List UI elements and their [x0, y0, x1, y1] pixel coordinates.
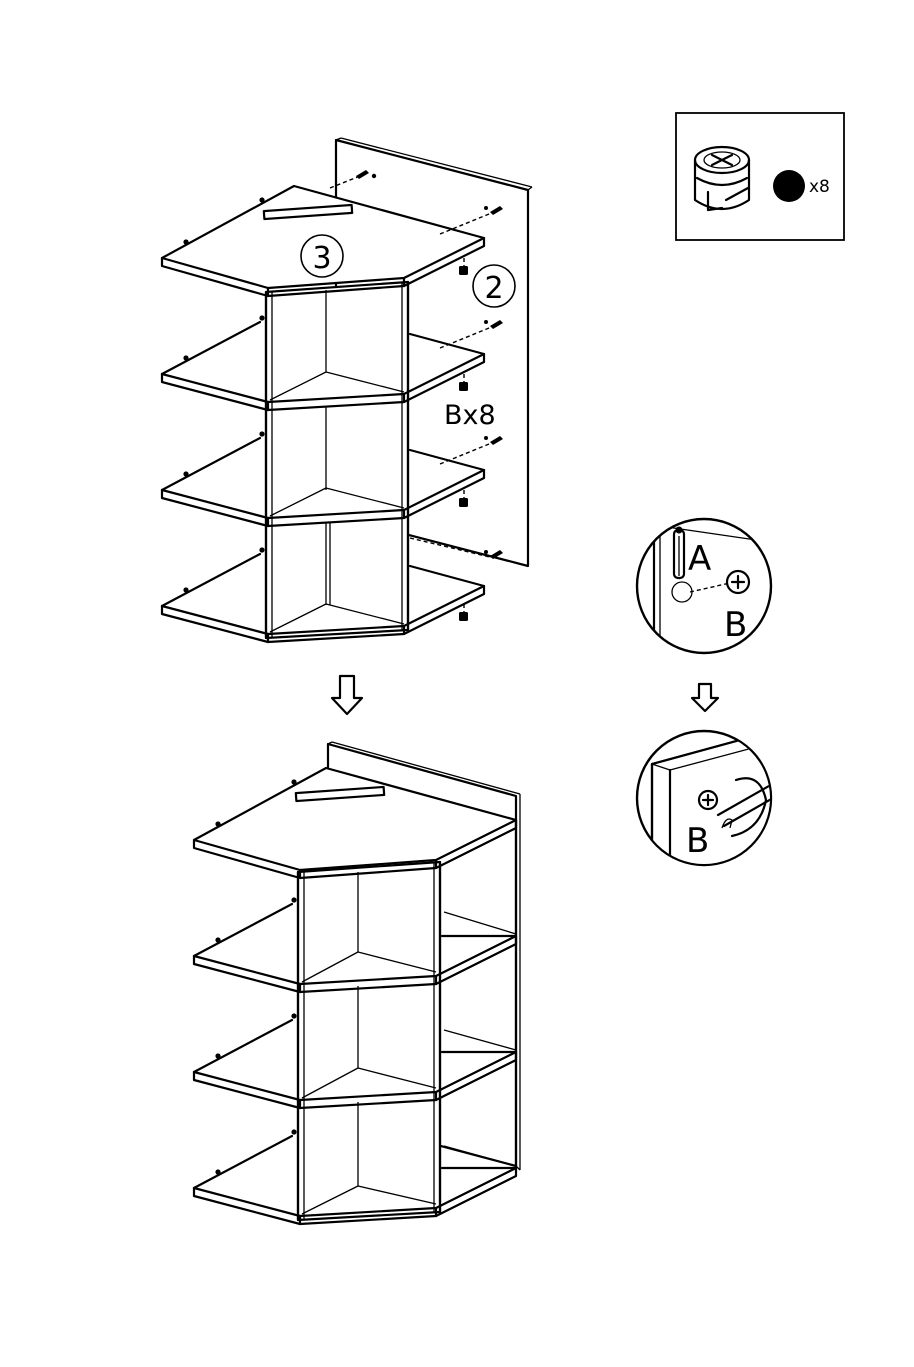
completed-shelf-assembly [194, 742, 520, 1224]
quantity-label: Bx8 [444, 400, 496, 431]
arrow-down-icon [692, 684, 718, 711]
detail-label-b: B [724, 605, 747, 645]
detail-dowel-cam: A B [637, 519, 771, 660]
part-label-back: 2 [473, 265, 515, 307]
arrow-down-icon [332, 676, 362, 714]
hardware-marker-dot [773, 170, 805, 202]
hardware-box: x8 [676, 113, 844, 240]
side-panel [266, 282, 408, 638]
part-number-3: 3 [312, 241, 331, 276]
detail-cam-tighten: B [637, 731, 780, 870]
hardware-qty: x8 [809, 177, 830, 197]
detail-label-b-tighten: B [686, 821, 709, 861]
exploded-shelf-assembly: 3 2 Bx8 [162, 138, 532, 642]
part-number-2: 2 [484, 271, 503, 306]
detail-label-a: A [688, 539, 711, 579]
part-label-top: 3 [301, 235, 343, 277]
